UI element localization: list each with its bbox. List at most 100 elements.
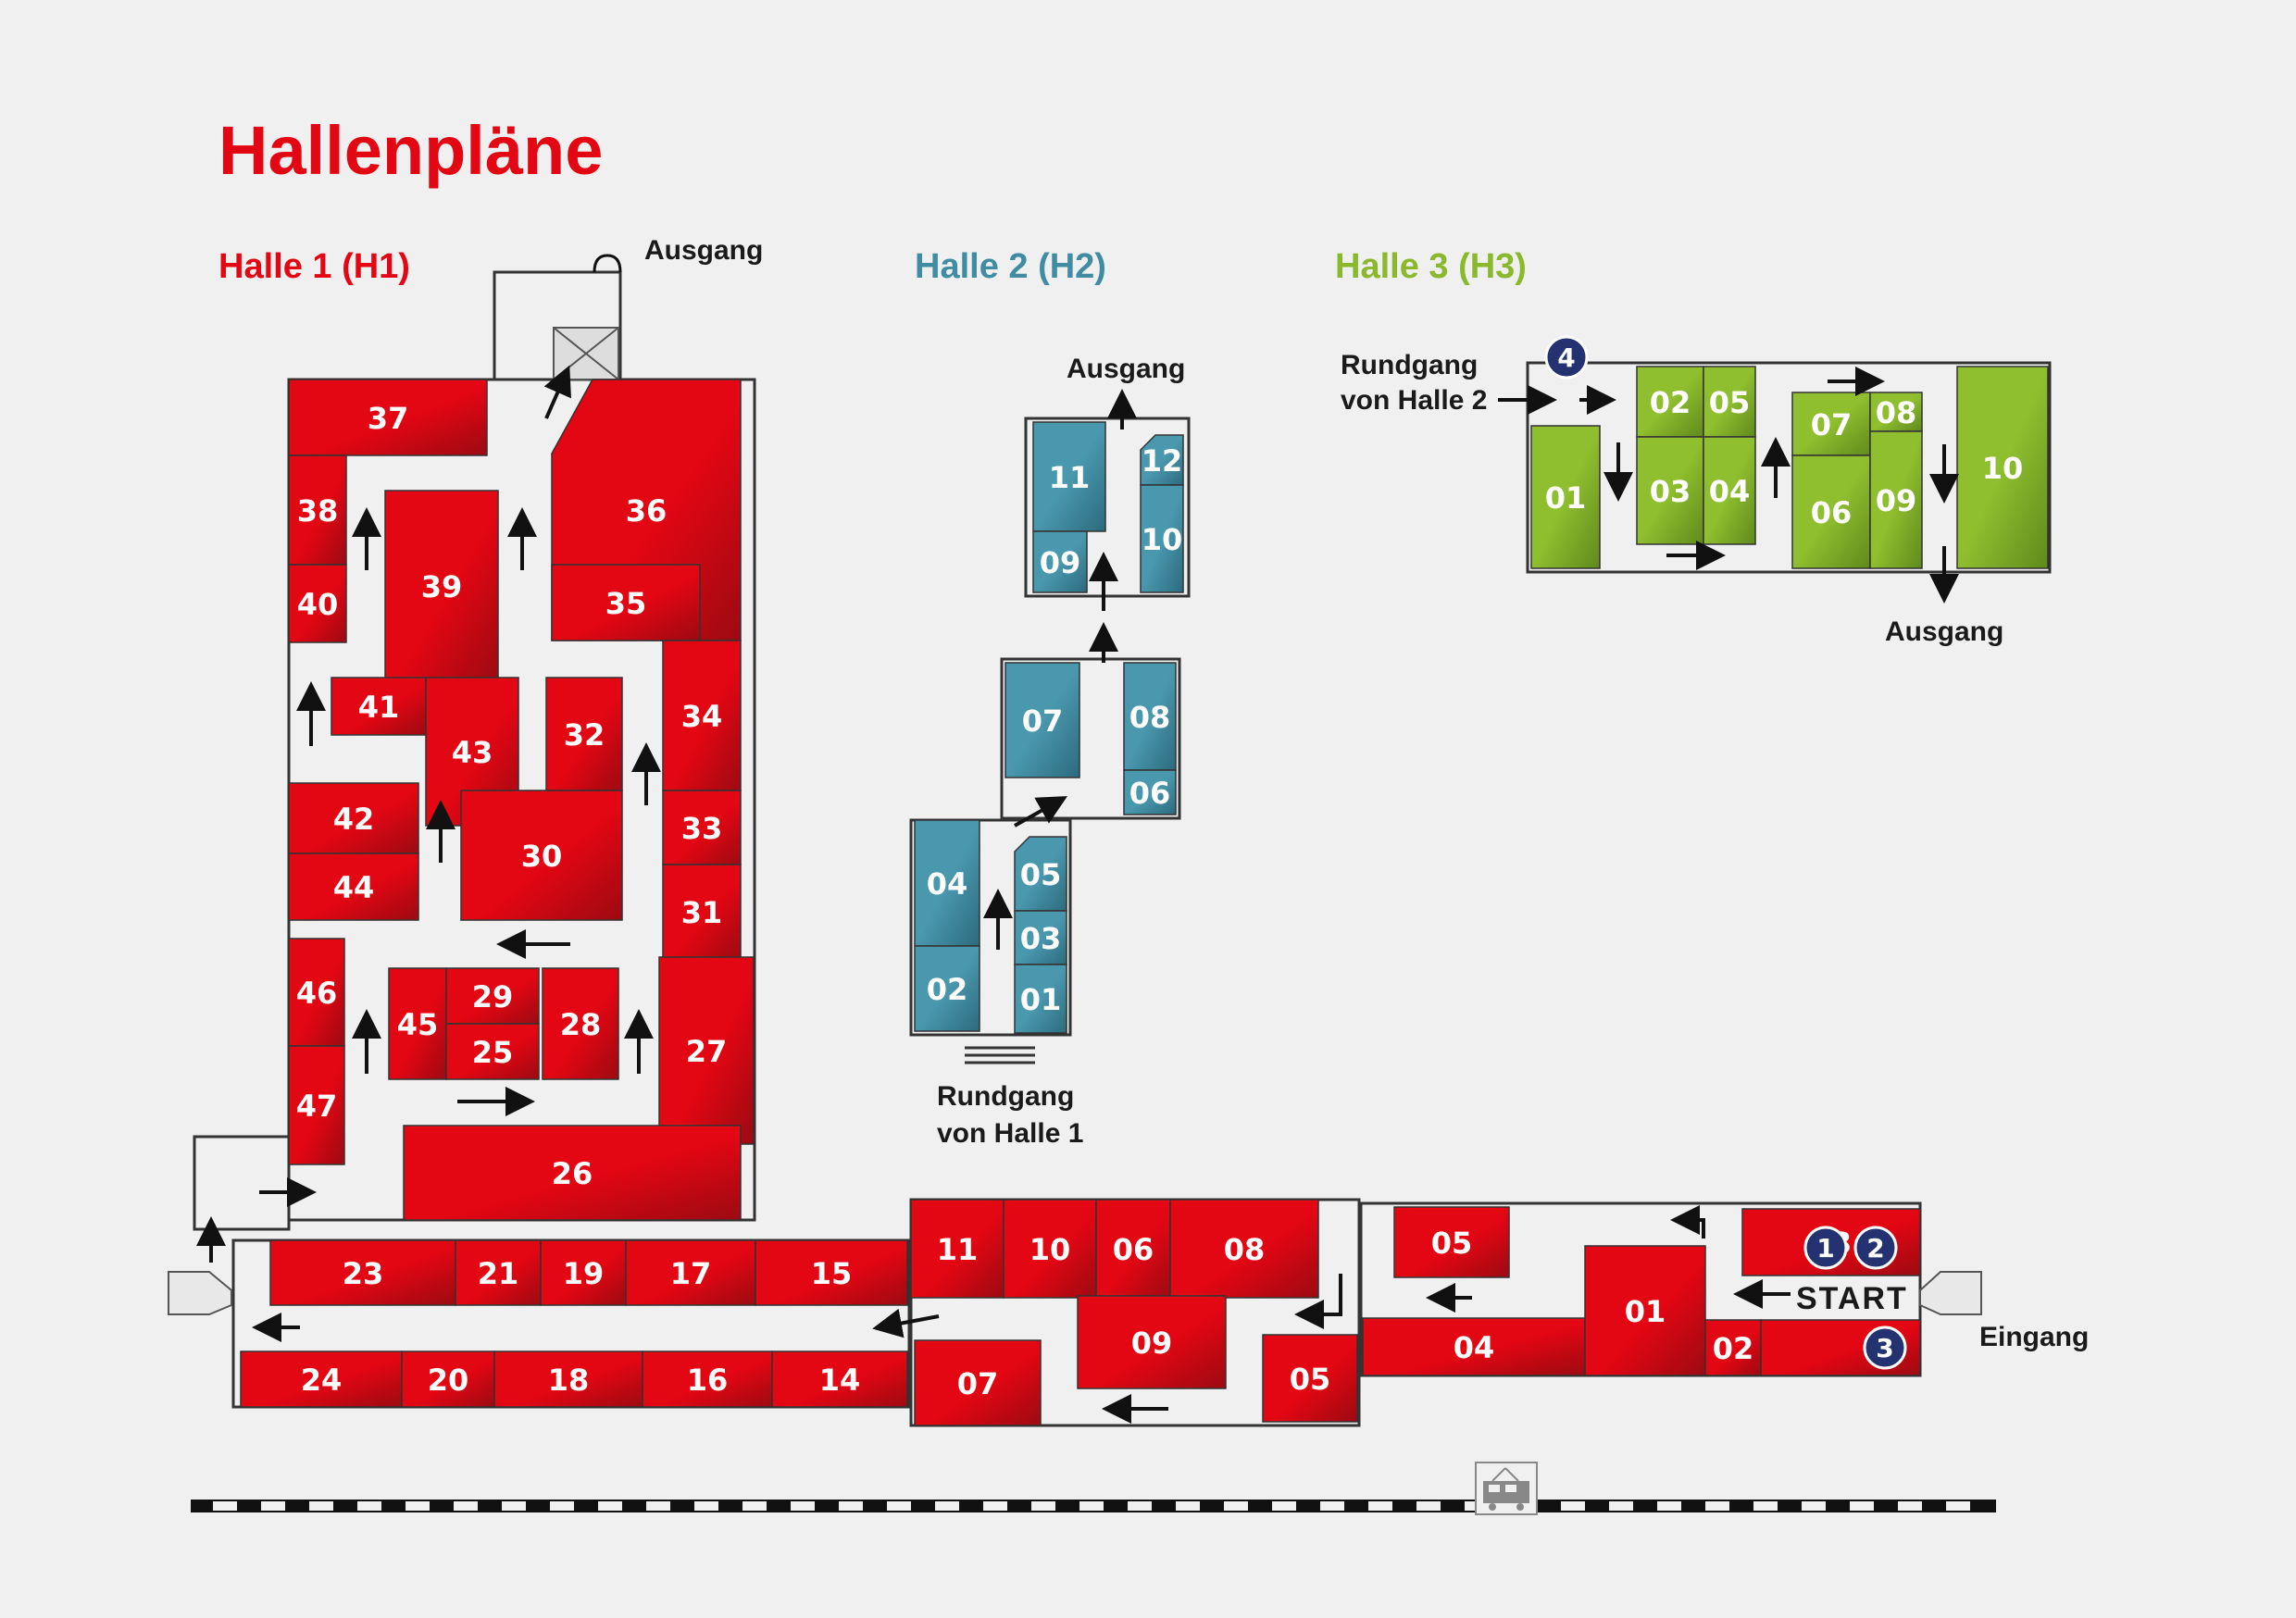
h1-booth-42[interactable] [288, 782, 419, 854]
h1-booth-01[interactable] [1584, 1245, 1706, 1376]
h1-booth-32[interactable] [545, 677, 623, 791]
rail-tie [406, 1501, 430, 1511]
rail-tie [1609, 1501, 1633, 1511]
rail-tie [502, 1501, 526, 1511]
h1-booth-21[interactable] [455, 1239, 542, 1306]
rail-tie [1753, 1501, 1778, 1511]
rail-tie [1705, 1501, 1729, 1511]
h1-booth-16[interactable] [642, 1350, 773, 1408]
h1-booth-05[interactable] [1262, 1334, 1358, 1423]
h1-booth-29[interactable] [445, 967, 540, 1025]
h3-booth-10[interactable] [1956, 366, 2049, 569]
marker-label: 3 [1876, 1333, 1893, 1363]
h2-booth-08[interactable] [1123, 662, 1177, 771]
h1-booth-26[interactable] [403, 1125, 742, 1221]
h3-booth-04[interactable] [1703, 436, 1756, 545]
door-left-icon [168, 1271, 232, 1315]
exit-label-h2: Ausgang [1067, 354, 1185, 384]
h1-booth-23[interactable] [269, 1239, 456, 1306]
h1-booth-47[interactable] [288, 1045, 345, 1165]
h2-booth-label: 02 [927, 972, 968, 1007]
h1-booth-label: 24 [301, 1363, 343, 1398]
h3-booth-01[interactable] [1530, 425, 1601, 569]
rail-tie [1176, 1501, 1200, 1511]
h3-booth-label: 10 [1982, 451, 2024, 486]
rundgang-h1-line2: von Halle 1 [937, 1118, 1083, 1149]
rail-tie [887, 1501, 911, 1511]
h1-booth-label: 01 [1625, 1294, 1666, 1329]
h1-booth-label: 11 [937, 1232, 979, 1267]
h1-booth-37[interactable] [288, 379, 488, 456]
h2-booth-06[interactable] [1123, 769, 1177, 815]
h1-booth-label: 28 [560, 1007, 602, 1042]
h1-booth-09[interactable] [1077, 1295, 1227, 1389]
h1-booth-25[interactable] [445, 1023, 540, 1080]
h1-booth-label: 27 [686, 1034, 728, 1069]
h1-booth-11[interactable] [910, 1199, 1004, 1299]
h3-booth-07[interactable] [1791, 392, 1871, 456]
h1-booth-40[interactable] [288, 564, 347, 643]
h1-booth-label: 06 [1113, 1232, 1154, 1267]
h1-booth-28[interactable] [542, 967, 619, 1080]
h2-booth-09[interactable] [1032, 530, 1088, 593]
rail-tie [213, 1501, 237, 1511]
h3-booth-03[interactable] [1636, 436, 1704, 545]
h1-booth-08[interactable] [1169, 1199, 1319, 1299]
h1-booth-34[interactable] [662, 640, 742, 791]
h1-booth-label: 10 [1029, 1232, 1071, 1267]
h2-booth-11[interactable] [1032, 421, 1106, 532]
h1-booth-45[interactable] [388, 967, 447, 1080]
marker-1 [1803, 1226, 1848, 1270]
h1-booth-15[interactable] [755, 1239, 908, 1306]
h1-booth-35[interactable] [551, 564, 701, 641]
h1-booth-04[interactable] [1362, 1317, 1586, 1376]
rail-tie [742, 1501, 767, 1511]
h1-booth-33[interactable] [662, 790, 742, 865]
h2-booth-01[interactable] [1014, 964, 1067, 1034]
h1-booth-label: 20 [428, 1363, 469, 1398]
h3-booth-label: 02 [1650, 385, 1691, 420]
h3-booth-label: 07 [1811, 407, 1853, 442]
h1-booth-label: 39 [421, 569, 463, 604]
h1-booth-07[interactable] [914, 1339, 1042, 1426]
h3-booth-02[interactable] [1636, 366, 1704, 438]
h1-booth-label: 25 [472, 1035, 514, 1070]
h1-booth-20[interactable] [401, 1350, 495, 1408]
h1-booth-label: 33 [681, 811, 723, 846]
h1-booth-label: 05 [1431, 1226, 1473, 1261]
h2-booth-10[interactable] [1140, 484, 1184, 593]
h1-booth-label: 29 [472, 979, 514, 1014]
h1-booth-label: 38 [297, 493, 339, 529]
h3-booth-09[interactable] [1869, 430, 1923, 569]
h2-booth-03[interactable] [1014, 910, 1067, 965]
h3-booth-08[interactable] [1869, 392, 1923, 432]
h2-booth-label: 04 [927, 866, 968, 902]
rail-tie [1416, 1501, 1441, 1511]
h1-booth-17[interactable] [625, 1239, 756, 1306]
h1-booth-18[interactable] [493, 1350, 643, 1408]
rail-tie [454, 1501, 478, 1511]
h2-booth-07[interactable] [1004, 662, 1080, 778]
h1-booth-46[interactable] [288, 938, 345, 1047]
h1-booth-label: 35 [605, 586, 647, 621]
h1-booth-05[interactable] [1393, 1206, 1510, 1278]
marker-label: 2 [1866, 1233, 1884, 1263]
h1-booth-label: 04 [1454, 1330, 1495, 1365]
h1-booth-10[interactable] [1003, 1199, 1097, 1299]
h1-booth-14[interactable] [771, 1350, 908, 1408]
h1-booth-27[interactable] [658, 956, 755, 1145]
h1-booth-24[interactable] [240, 1350, 403, 1408]
h1-booth-label: 46 [296, 976, 338, 1011]
h1-booth-44[interactable] [288, 853, 419, 921]
h1-booth-label: 45 [397, 1007, 439, 1042]
h1-booth-38[interactable] [288, 454, 347, 566]
h1-booth-label: 05 [1290, 1362, 1331, 1397]
h1-booth-label: 09 [1131, 1326, 1173, 1361]
h2-booth-02[interactable] [914, 945, 980, 1032]
exit-label-h1: Ausgang [644, 235, 763, 266]
h1-booth-30[interactable] [460, 790, 623, 921]
h1-booth-label: 17 [670, 1256, 712, 1291]
h3-booth-06[interactable] [1791, 454, 1871, 569]
